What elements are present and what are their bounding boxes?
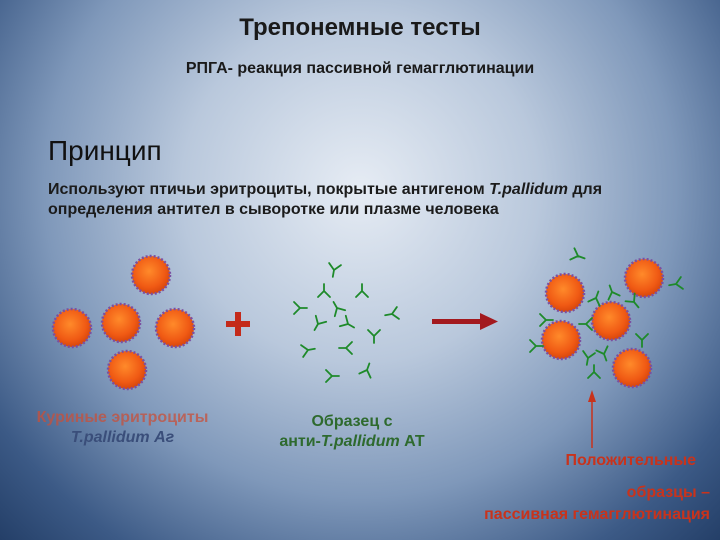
label-sample-prefix: анти-	[279, 433, 321, 450]
antibody-icon	[338, 314, 358, 334]
antibody-icon	[667, 276, 684, 293]
erythrocyte	[130, 254, 172, 296]
slide-title: Трепонемные тесты	[239, 14, 481, 41]
label-positive-line1: Положительные	[565, 452, 696, 469]
antibody-icon	[595, 345, 613, 364]
antibody-icon	[358, 360, 376, 379]
description-text: Используют птичьи эритроциты, покрытые а…	[48, 180, 688, 220]
antibody-icon	[317, 283, 331, 298]
antibody-icon	[579, 350, 596, 367]
erythrocyte	[106, 349, 148, 391]
pointer-arrow-icon	[588, 390, 596, 448]
section-heading: Принцип	[48, 135, 162, 166]
erythrocyte	[623, 257, 665, 299]
agglutinated-cells-group	[529, 247, 684, 389]
erythrocyte	[590, 300, 632, 342]
erythrocyte	[100, 302, 142, 344]
slide-subtitle: РПГА- реакция пассивной гемагглютинации	[185, 60, 535, 77]
antibody-icon	[578, 317, 593, 331]
label-sample: Образец с анти-T.pallidum АТ	[252, 412, 452, 452]
antibody-icon	[293, 301, 308, 315]
erythrocytes-group	[51, 254, 196, 391]
label-positive: Положительные образцы – пассивная гемагг…	[410, 450, 710, 526]
antibody-icon	[587, 364, 601, 379]
reaction-arrow-icon	[432, 313, 498, 330]
antibody-icon	[635, 333, 649, 348]
description-species: T.pallidum	[489, 181, 568, 198]
antibody-icon	[587, 288, 605, 307]
description-part1: Используют птичьи эритроциты, покрытые а…	[48, 181, 485, 198]
erythrocyte	[544, 272, 586, 314]
label-erythrocytes-line2: T.pallidum Аг	[70, 429, 175, 446]
antibody-icon	[308, 314, 328, 334]
antibody-icon	[355, 283, 369, 298]
erythrocyte	[51, 307, 93, 349]
erythrocyte	[611, 347, 653, 389]
plus-icon	[226, 312, 250, 336]
erythrocyte	[540, 319, 582, 361]
antibody-icon	[325, 369, 340, 383]
label-sample-line2: анти-T.pallidum АТ	[252, 432, 452, 452]
label-positive-line2: образцы –	[626, 484, 710, 501]
erythrocyte	[154, 307, 196, 349]
label-erythrocytes-line1: Куриные эритроциты	[36, 409, 209, 426]
antibody-icon	[338, 341, 353, 355]
antibody-icon	[383, 306, 400, 323]
label-erythrocytes: Куриные эритроциты T.pallidum Аг	[0, 408, 245, 448]
label-sample-suffix: АТ	[399, 433, 425, 450]
label-sample-line1: Образец с	[311, 413, 393, 430]
antibodies-group	[293, 262, 400, 383]
antibody-icon	[603, 282, 621, 301]
description-part2: для определения антител в сыворотке или …	[48, 181, 603, 218]
antibody-icon	[367, 329, 381, 344]
antibody-icon	[327, 298, 347, 318]
antibody-icon	[569, 247, 588, 265]
antibody-icon	[300, 341, 317, 358]
label-positive-line3: пассивная гемагглютинация	[484, 506, 710, 523]
antibody-icon	[325, 262, 342, 279]
label-sample-species: T.pallidum	[320, 433, 400, 450]
